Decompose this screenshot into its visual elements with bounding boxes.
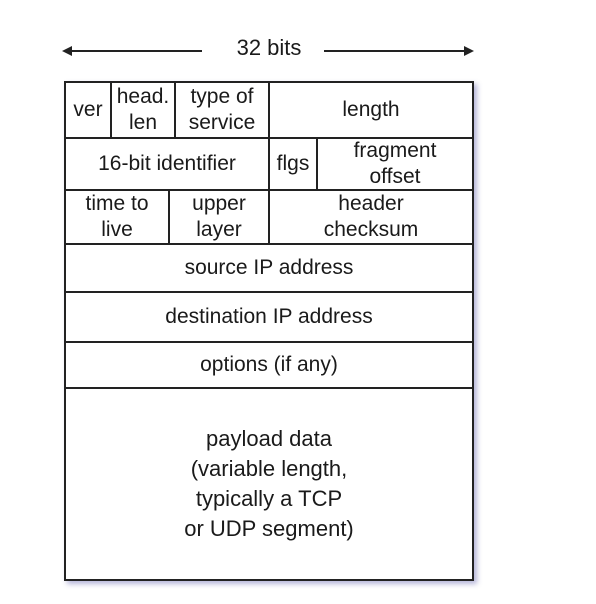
header-row-3: time to live upper layer header checksum xyxy=(66,191,472,245)
field-time-to-live: time to live xyxy=(66,191,170,243)
field-payload-data: payload data (variable length, typically… xyxy=(184,426,354,541)
width-arrows-icon xyxy=(62,46,474,56)
header-row-6: options (if any) xyxy=(66,343,472,389)
field-length: length xyxy=(342,98,400,121)
field-header-length: head. len xyxy=(112,83,176,137)
field-upper-layer: upper layer xyxy=(170,191,270,243)
header-row-4: source IP address xyxy=(66,245,472,293)
field-identifier: 16-bit identifier xyxy=(66,139,270,189)
field-version: ver xyxy=(66,83,112,137)
field-options: options (if any) xyxy=(200,353,338,376)
field-type-of-service: type of service xyxy=(176,83,270,137)
header-row-2: 16-bit identifier flgs fragment offset xyxy=(66,139,472,191)
field-header-checksum: header checksum xyxy=(323,192,419,241)
bit-width-label: 32 bits xyxy=(236,35,302,60)
header-row-5: destination IP address xyxy=(66,293,472,343)
payload-row: payload data (variable length, typically… xyxy=(66,389,472,579)
field-destination-ip: destination IP address xyxy=(165,305,373,328)
ip-datagram-diagram: ver head. len type of service length 16-… xyxy=(64,81,474,581)
header-row-1: ver head. len type of service length xyxy=(66,83,472,139)
field-fragment-offset: fragment offset xyxy=(353,139,437,188)
bit-width-indicator: 32 bits xyxy=(62,36,476,64)
field-source-ip: source IP address xyxy=(184,256,354,279)
field-flags: flgs xyxy=(270,139,318,189)
